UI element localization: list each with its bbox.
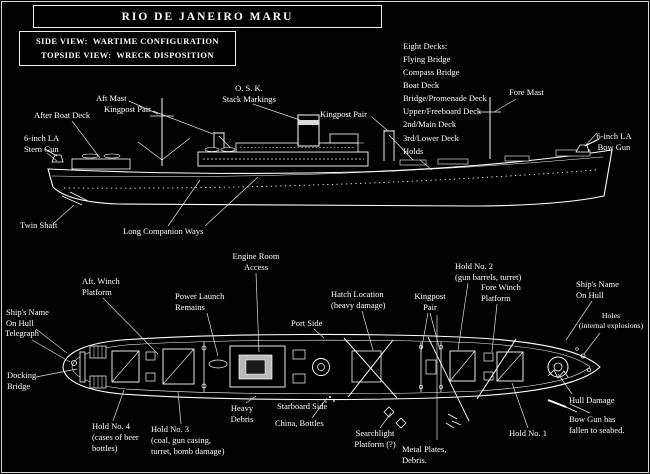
label-fore-winch-platform: Fore Winch Platform — [481, 282, 521, 303]
label-hold-no-4: Hold No. 4 (cases of beer bottles) — [92, 421, 139, 453]
stern-gun-shape — [44, 148, 64, 163]
aft-boat-deck-structure — [71, 153, 131, 170]
label-osk-stack-markings: O. S. K. Stack Markings — [222, 83, 276, 104]
label-metal-plates: Metal Plates, Debris. — [402, 444, 447, 465]
label-docking-bridge: Docking Bridge — [7, 370, 37, 391]
side-view-drawing — [44, 97, 613, 207]
label-starboard-side: Starboard Side — [277, 401, 328, 411]
label-bow-gun: 6-inch LA Bow Gun — [596, 131, 632, 152]
label-aft-mast: Aft Mast — [96, 93, 127, 103]
label-power-launch-remains: Power Launch Remains — [175, 291, 225, 312]
fore-mast-shape — [479, 97, 501, 159]
label-kingpost-pair-top: Kingpost Pair — [414, 291, 446, 312]
label-hull-damage: Hull Damage — [569, 395, 615, 405]
top-view-drawing — [62, 333, 601, 429]
deck-features — [71, 342, 569, 392]
label-fore-mast: Fore Mast — [509, 87, 544, 97]
label-aft-winch-platform: Aft. Winch Platform — [82, 276, 120, 297]
label-ships-name-stern: Ship's Name On Hull — [6, 307, 49, 328]
fore-kingposts-shape — [383, 130, 415, 162]
fallen-bow-gun-shape — [547, 399, 567, 408]
label-hold-no-3: Hold No. 3 (coal, gun casing, turret, bo… — [151, 424, 225, 456]
label-twin-shaft: Twin Shaft — [20, 220, 58, 230]
title-box: RIO DE JANEIRO MARU — [33, 5, 382, 28]
top-deck-edge — [71, 339, 591, 395]
label-eight-decks: Eight Decks: Flying Bridge Compass Bridg… — [403, 41, 487, 156]
label-hold-no-1: Hold No. 1 — [509, 428, 548, 438]
side-view-caption: SIDE VIEW: WARTIME CONFIGURATION — [36, 36, 219, 47]
label-engine-room-access: Engine Room Access — [232, 251, 280, 272]
damage-marks — [343, 336, 592, 422]
label-bow-gun-fallen: Bow Gun has fallen to seabed. — [569, 414, 625, 435]
label-port-side: Port Side — [291, 318, 323, 328]
twin-shaft-shape — [61, 191, 89, 206]
label-stern-gun: 6-inch LA Stern Gun — [24, 133, 60, 154]
label-long-companion-ways: Long Companion Ways — [123, 226, 204, 236]
docking-bridge-shape — [79, 351, 86, 383]
page-title: RIO DE JANEIRO MARU — [121, 10, 294, 23]
label-hold-no-2: Hold No. 2 (gun barrels, turret) — [455, 261, 522, 282]
label-after-boat-deck: After Boat Deck — [34, 110, 91, 120]
aft-mast-shape — [137, 98, 191, 166]
label-hatch-location: Hatch Location (heavy damage) — [331, 289, 386, 310]
topside-view-caption: TOPSIDE VIEW: WRECK DISPOSITION — [41, 49, 214, 60]
bow-gun-shape — [575, 138, 600, 153]
view-config-box: SIDE VIEW: WARTIME CONFIGURATION TOPSIDE… — [19, 31, 236, 66]
label-china-bottles: China, Bottles — [275, 418, 324, 428]
superstructure — [197, 133, 369, 167]
label-telegraph: Telegraph — [5, 328, 39, 338]
side-hull — [47, 149, 613, 207]
leader-lines — [31, 98, 601, 440]
label-holes: Holes (internal explosions) — [578, 311, 644, 330]
well-deck-hatches — [399, 149, 591, 166]
debris-marks — [325, 396, 578, 429]
label-ships-name-bow: Ship's Name On Hull — [576, 279, 619, 300]
label-searchlight-platform: Searchlight Platform (?) — [354, 428, 396, 449]
telegraph-shape — [71, 360, 77, 366]
label-kingpost-pair-fore: Kingpost Pair — [320, 109, 367, 119]
power-launch-shape — [208, 359, 228, 369]
label-heavy-debris: Heavy Debris — [230, 403, 254, 424]
damaged-hatch — [351, 350, 382, 383]
funnel — [297, 114, 320, 147]
label-kingpost-pair-aft: Kingpost Pair — [104, 104, 151, 114]
